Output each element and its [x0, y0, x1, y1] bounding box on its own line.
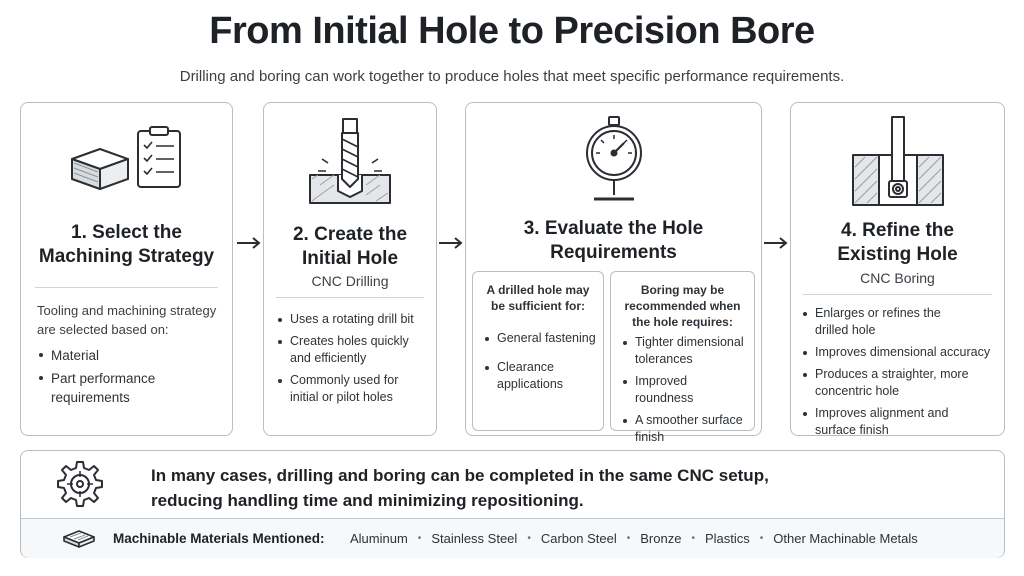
- step-3-title-line1: 3. Evaluate the Hole: [523, 218, 704, 239]
- setup-note-line2: reducing handling time and minimizing re…: [151, 491, 584, 510]
- step-3-title-line2: Requirements: [550, 242, 677, 263]
- material-item: Stainless Steel: [431, 531, 518, 546]
- drill-bit-icon: [264, 117, 436, 205]
- arrow-right-icon: [764, 237, 788, 249]
- step-4-bullet: Improves alignment and surface finish: [801, 405, 965, 439]
- step-1-intro-line2: are selected based on:: [37, 322, 169, 337]
- drilled-hole-bullet: Clearance applications: [483, 359, 572, 393]
- step-1-title-line1: 1. Select the: [71, 222, 182, 243]
- arrow-right-icon: [439, 237, 463, 249]
- drilled-hole-heading: A drilled hole may be sufficient for:: [486, 283, 590, 313]
- gear-target-icon: [55, 459, 105, 509]
- boring-bar-icon: [791, 115, 1004, 206]
- boring-heading: Boring may be recommended when the hole …: [624, 283, 741, 329]
- material-item: Aluminum: [350, 531, 408, 546]
- step-4-title-line2: Existing Hole: [837, 244, 958, 265]
- boring-bullet: Tighter dimensional tolerances: [621, 334, 747, 368]
- step-2-bullet: Uses a rotating drill bit: [276, 311, 426, 328]
- step-4-bullet: Enlarges or refines the drilled hole: [801, 305, 955, 339]
- step-4-bullet: Improves dimensional accuracy: [801, 344, 991, 361]
- step-4-subtitle: CNC Boring: [860, 270, 935, 286]
- step-1-title-line2: Machining Strategy: [38, 246, 215, 267]
- dial-gauge-icon: [466, 113, 761, 201]
- drilled-hole-bullet: General fastening: [483, 330, 598, 347]
- materials-bar: Machinable Materials Mentioned: Aluminum…: [21, 518, 1004, 558]
- step-1-intro-line1: Tooling and machining strategy: [37, 303, 217, 318]
- boring-bullet: A smoother surface finish: [621, 412, 747, 446]
- material-item: Plastics: [704, 531, 750, 546]
- block-and-checklist-icon: [21, 117, 232, 205]
- materials-label: Machinable Materials Mentioned:: [113, 531, 325, 546]
- step-2-bullet: Commonly used for initial or pilot holes: [276, 372, 426, 406]
- step-card-1: 1. Select the Machining Strategy Tooling…: [20, 102, 233, 436]
- page-subtitle: Drilling and boring can work together to…: [179, 68, 845, 85]
- material-item: Other Machinable Metals: [773, 531, 918, 546]
- step-2-subtitle: CNC Drilling: [311, 273, 389, 289]
- step-card-2: 2. Create the Initial Hole CNC Drilling …: [263, 102, 437, 436]
- setup-note-line1: In many cases, drilling and boring can b…: [151, 466, 769, 485]
- material-item: Carbon Steel: [540, 531, 617, 546]
- setup-note-panel: In many cases, drilling and boring can b…: [20, 450, 1005, 558]
- boring-bullet: Improved roundness: [621, 373, 747, 407]
- page-title: From Initial Hole to Precision Bore: [209, 10, 815, 52]
- step-4-bullet: Produces a straighter, more concentric h…: [801, 366, 980, 400]
- step-4-title-line1: 4. Refine the: [841, 220, 954, 241]
- step-1-bullet: Part performance requirements: [37, 369, 171, 407]
- material-plate-icon: [61, 527, 97, 551]
- step-card-4: 4. Refine the Existing Hole CNC Boring E…: [790, 102, 1005, 439]
- arrow-right-icon: [237, 237, 261, 249]
- step-2-title-line2: Initial Hole: [301, 248, 399, 269]
- step-2-title-line1: 2. Create the: [292, 224, 408, 245]
- material-item: Bronze: [640, 531, 682, 546]
- materials-list: Aluminum • Stainless Steel • Carbon Stee…: [350, 531, 918, 546]
- drilled-hole-box: A drilled hole may be sufficient for: Ge…: [472, 271, 604, 431]
- step-1-bullet: Material: [37, 346, 217, 365]
- step-2-bullet: Creates holes quickly and efficiently: [276, 333, 426, 367]
- boring-recommended-box: Boring may be recommended when the hole …: [610, 271, 755, 444]
- step-card-3: 3. Evaluate the Hole Requirements A dril…: [465, 102, 762, 444]
